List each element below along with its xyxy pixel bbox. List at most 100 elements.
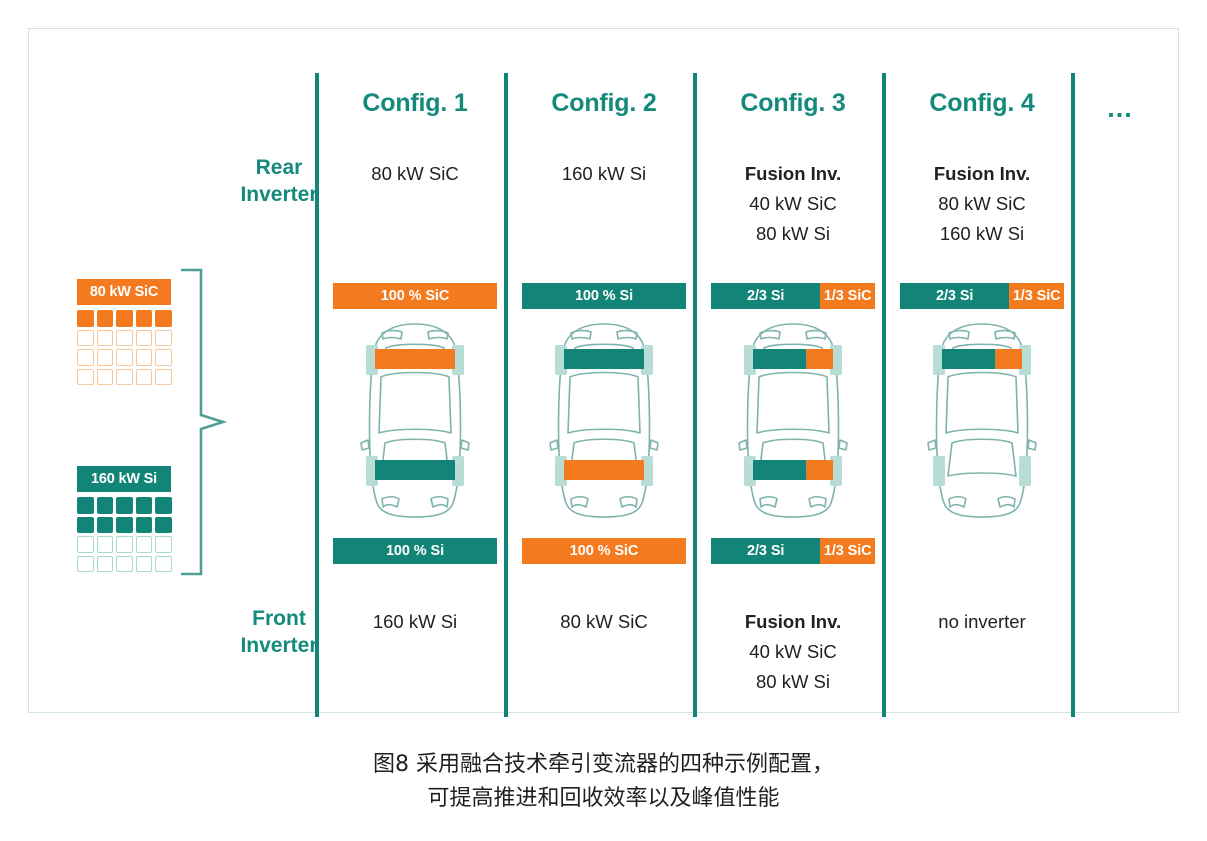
config-header-4: Config. 4 [929, 89, 1035, 117]
figure-caption-line2: 可提高推进和回收效率以及峰值性能 [427, 786, 780, 812]
legend-cell-sic [77, 368, 94, 385]
column-separator-1 [315, 73, 319, 717]
rear-ratio-bar-4-segment-2: 1/3 SiC [1009, 283, 1064, 309]
rear-inverter-spec-3-line1: Fusion Inv. [744, 163, 842, 184]
legend-cell-sic [135, 349, 152, 366]
column-separator-2 [504, 73, 508, 717]
column-separator-3 [693, 73, 697, 717]
car-diagram-3 [733, 321, 853, 519]
rear-ratio-bar-2: 100 % Si [522, 283, 686, 309]
legend-cell-sic [96, 349, 113, 366]
legend-cell-sic [135, 329, 152, 346]
config-column-3: Config. 3 Fusion Inv. 40 kW SiC 80 kW Si Fus… [697, 29, 889, 712]
rear-inverter-spec-4-line2: 80 kW SiC [938, 192, 1026, 214]
legend-cell-si [77, 555, 94, 572]
legend-cell-si [116, 516, 133, 533]
front-inverter-spec-3: Fusion Inv. 40 kW SiC 80 kW Si [693, 607, 893, 697]
config-header-3: Config. 3 [740, 89, 846, 117]
car-diagram-2 [544, 321, 664, 519]
legend-cell-si [96, 497, 113, 514]
rear-inverter-spec-4: Fusion Inv. 80 kW SiC 160 kW Si [882, 159, 1082, 249]
legend-cell-sic [155, 329, 172, 346]
legend-cell-si [155, 516, 172, 533]
legend-cell-sic [96, 310, 113, 327]
config-column-2: Config. 2 160 kW Si 80 kW SiC 100 % Si 100 %… [508, 29, 700, 712]
front-inverter-spec-3-line2: 40 kW SiC [749, 640, 837, 662]
front-inverter-spec-4: no inverter [882, 607, 1082, 637]
figure-frame: Rear Inverter Front Inverter 80 kW SiC 1… [28, 28, 1179, 717]
front-inverter-spec-1-line1: 160 kW Si [372, 611, 458, 632]
rear-ratio-bar-3-segment-2: 1/3 SiC [820, 283, 875, 309]
figure-caption-line1: 图8 采用融合技术牵引变流器的四种示例配置， [373, 752, 834, 777]
front-ratio-bar-1-segment-1: 100 % Si [333, 538, 497, 564]
rear-inverter-spec-3-line2: 40 kW SiC [749, 192, 837, 214]
front-inverter-spec-3-line1: Fusion Inv. [744, 611, 842, 632]
rear-ratio-bar-4-segment-1: 2/3 Si [900, 283, 1010, 309]
car-diagram-1 [355, 321, 475, 519]
legend-cell-sic [77, 310, 94, 327]
rear-inverter-spec-4-line3: 160 kW Si [939, 222, 1025, 244]
figure-caption: 图8 采用融合技术牵引变流器的四种示例配置， 可提高推进和回收效率以及峰值性能 [0, 748, 1207, 817]
front-ratio-bar-3-segment-2: 1/3 SiC [820, 538, 875, 564]
legend-grid-sic [77, 310, 173, 387]
config-column-4: Config. 4 Fusion Inv. 80 kW SiC 160 kW Si no… [886, 29, 1078, 712]
rear-inverter-spec-2-line1: 160 kW Si [561, 163, 647, 184]
legend-cell-sic [155, 310, 172, 327]
front-ratio-bar-2: 100 % SiC [522, 538, 686, 564]
front-inverter-spec-3-line3: 80 kW Si [755, 670, 831, 692]
rear-inverter-spec-2: 160 kW Si [504, 159, 704, 189]
row-label-front-inverter: Front Inverter [189, 606, 369, 660]
column-separator-5 [1071, 73, 1075, 717]
legend-cell-sic [116, 310, 133, 327]
rear-inverter-spec-3: Fusion Inv. 40 kW SiC 80 kW Si [693, 159, 893, 249]
rear-inverter-spec-3-line3: 80 kW Si [755, 222, 831, 244]
legend-cell-sic [135, 368, 152, 385]
legend-cell-si [116, 555, 133, 572]
legend-cell-si [116, 497, 133, 514]
legend-cell-si [116, 536, 133, 553]
front-inverter-spec-2-line1: 80 kW SiC [560, 611, 648, 632]
legend-cell-si [135, 536, 152, 553]
legend-grid-si [77, 497, 173, 574]
legend-cell-sic [77, 329, 94, 346]
front-ratio-bar-3-segment-1: 2/3 Si [711, 538, 821, 564]
legend-cell-sic [116, 349, 133, 366]
row-label-front-line2: Inverter [240, 633, 318, 657]
config-header-2: Config. 2 [551, 89, 657, 117]
legend-cell-sic [155, 368, 172, 385]
legend-cell-sic [116, 329, 133, 346]
row-label-rear-line1: Rear [255, 156, 303, 179]
rear-inverter-spec-1: 80 kW SiC [315, 159, 515, 189]
legend-brace [179, 267, 235, 582]
legend-cell-si [96, 516, 113, 533]
row-label-rear-inverter: Rear Inverter [189, 155, 369, 209]
more-configs-ellipsis: ... [1107, 93, 1133, 123]
legend-tag-sic: 80 kW SiC [77, 279, 171, 305]
rear-inverter-spec-1-line1: 80 kW SiC [371, 163, 459, 184]
config-column-1: Config. 1 80 kW SiC 160 kW Si 100 % SiC 100 … [319, 29, 511, 712]
legend-block-si: 160 kW Si [77, 466, 173, 574]
legend-cell-sic [96, 368, 113, 385]
rear-inverter-spec-4-line1: Fusion Inv. [933, 163, 1031, 184]
legend-cell-si [135, 516, 152, 533]
legend-cell-sic [155, 349, 172, 366]
legend-cell-si [77, 536, 94, 553]
front-inverter-spec-4-line1: no inverter [938, 611, 1026, 632]
legend-cell-sic [77, 349, 94, 366]
rear-ratio-bar-1: 100 % SiC [333, 283, 497, 309]
rear-ratio-bar-2-segment-1: 100 % Si [522, 283, 686, 309]
legend-cell-sic [135, 310, 152, 327]
legend-cell-si [77, 497, 94, 514]
legend-cell-si [135, 497, 152, 514]
car-diagram-4 [922, 321, 1042, 519]
legend-cell-si [155, 497, 172, 514]
rear-ratio-bar-3-segment-1: 2/3 Si [711, 283, 821, 309]
front-ratio-bar-2-segment-1: 100 % SiC [522, 538, 686, 564]
legend-cell-sic [96, 329, 113, 346]
front-inverter-spec-2: 80 kW SiC [504, 607, 704, 637]
config-header-1: Config. 1 [362, 89, 468, 117]
legend-cell-si [77, 516, 94, 533]
